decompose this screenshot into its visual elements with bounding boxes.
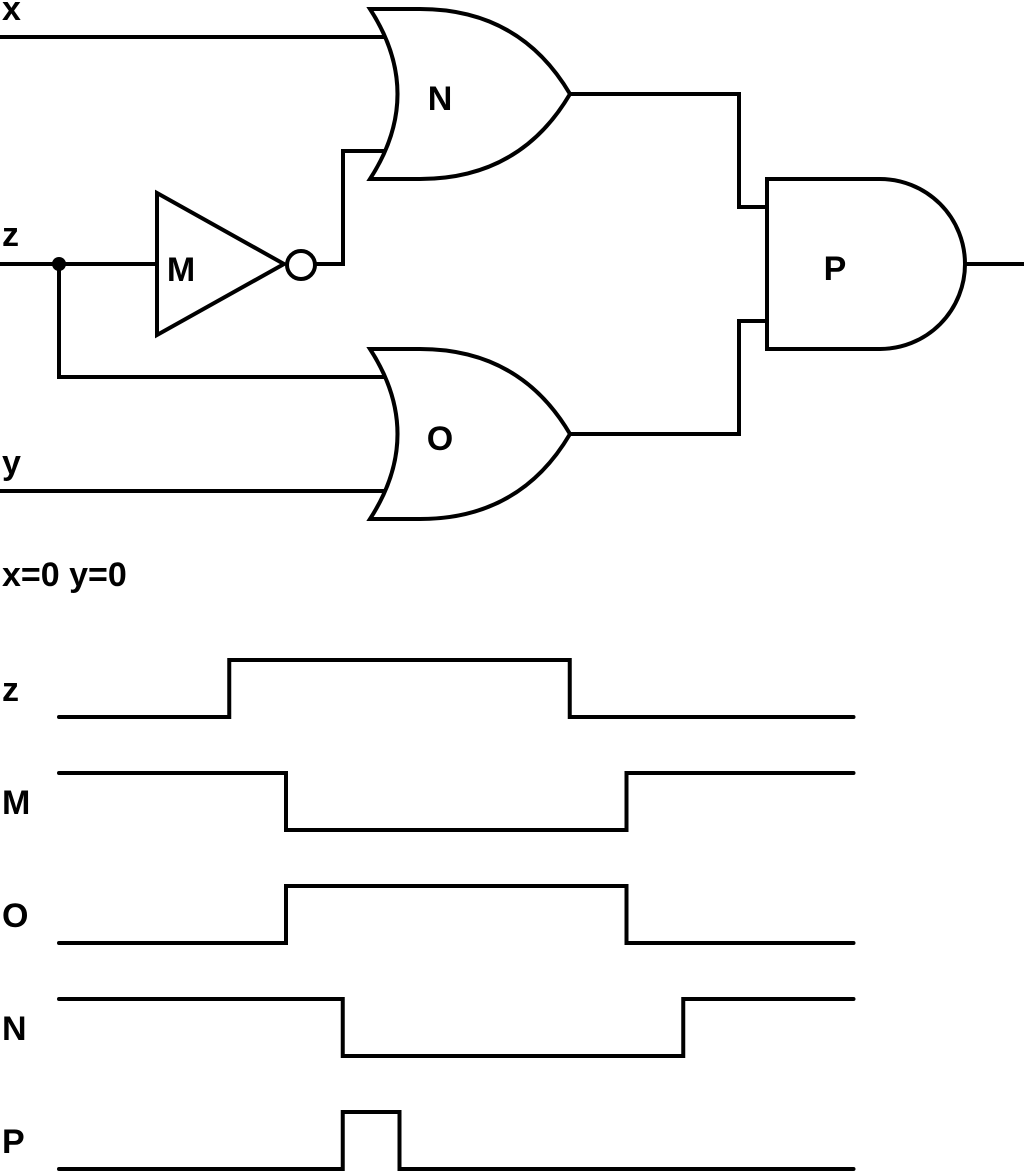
wire-m-to-n xyxy=(314,149,388,266)
gate-n-or: N xyxy=(366,7,573,181)
wire-o-to-p xyxy=(568,319,769,436)
gate-n-body xyxy=(366,7,573,181)
waveform-o xyxy=(57,884,856,945)
waveform-m xyxy=(57,771,856,832)
input-label-y: y xyxy=(2,444,21,482)
gate-m-inversion-bubble xyxy=(285,249,317,281)
waveform-label-m: M xyxy=(2,784,30,822)
gate-o-body xyxy=(366,347,573,521)
gate-p-body xyxy=(765,177,967,351)
waveform-p xyxy=(57,1110,856,1171)
input-label-z: z xyxy=(2,216,19,254)
gate-p-and: P xyxy=(765,177,967,351)
gate-p-label: P xyxy=(824,250,847,288)
waveform-n xyxy=(57,997,856,1058)
condition-text: x=0 y=0 xyxy=(2,556,127,594)
waveform-z xyxy=(57,658,856,719)
waveform-label-z: z xyxy=(2,671,19,709)
wire-z-branch-to-o xyxy=(57,262,388,379)
timing-diagram: zM O N P xyxy=(2,658,856,1171)
wire-n-to-p xyxy=(568,92,769,209)
gate-o-or: O xyxy=(366,347,573,521)
input-label-x: x xyxy=(2,0,21,28)
gate-m-body xyxy=(155,189,289,339)
waveform-label-n: N xyxy=(2,1010,27,1048)
junction-dot xyxy=(52,257,66,271)
gate-m-not: M xyxy=(155,189,317,339)
gate-m-label: M xyxy=(167,251,195,289)
gate-n-label: N xyxy=(428,80,453,118)
gate-o-label: O xyxy=(427,420,453,458)
waveform-label-o: O xyxy=(2,897,28,935)
waveform-label-p: P xyxy=(2,1123,25,1161)
